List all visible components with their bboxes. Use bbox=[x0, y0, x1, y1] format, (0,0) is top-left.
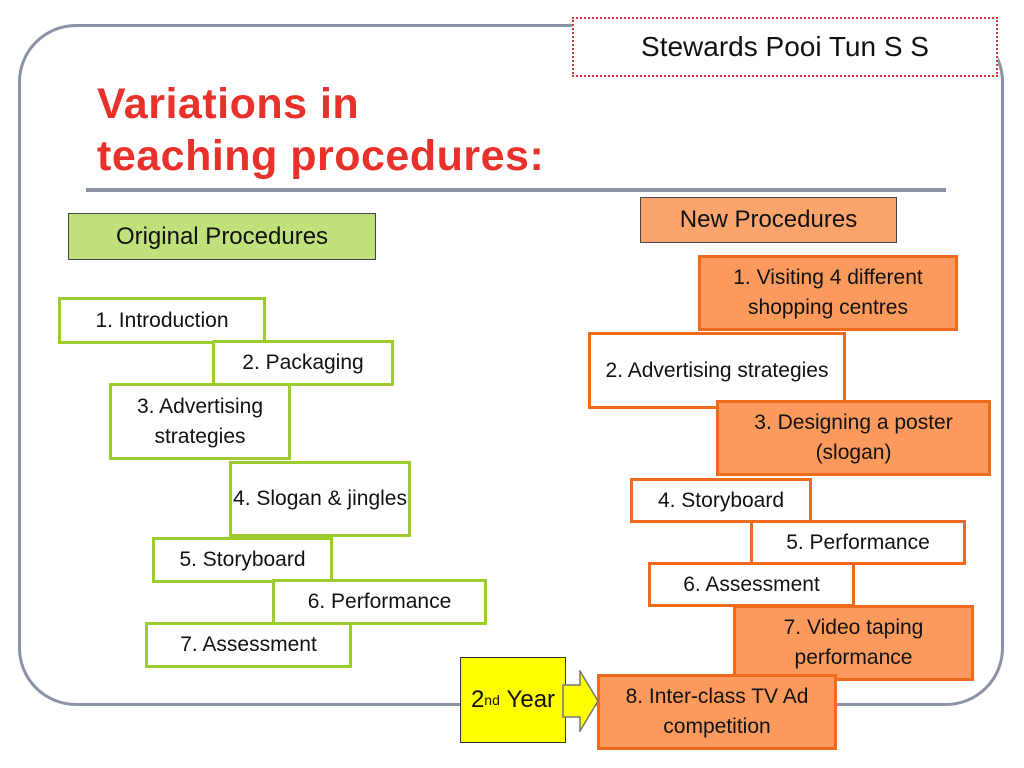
school-name: Stewards Pooi Tun S S bbox=[641, 31, 929, 62]
new-step-4: 4. Storyboard bbox=[630, 478, 812, 523]
new-step-2: 2. Advertising strategies bbox=[588, 332, 846, 409]
title-divider bbox=[86, 188, 946, 192]
original-step-5: 5. Storyboard bbox=[152, 537, 333, 583]
new-step-5: 5. Performance bbox=[750, 520, 966, 565]
original-step-1: 1. Introduction bbox=[58, 297, 266, 344]
year-number: 2 bbox=[470, 686, 485, 713]
new-step-3: 3. Designing a poster (slogan) bbox=[716, 400, 991, 476]
school-name-box: Stewards Pooi Tun S S bbox=[572, 17, 998, 77]
new-step-7: 7. Video taping performance bbox=[733, 605, 974, 681]
year-label: Year bbox=[506, 686, 556, 713]
new-step-6: 6. Assessment bbox=[648, 562, 855, 607]
title-line-2: teaching procedures: bbox=[97, 132, 545, 180]
right-arrow-icon bbox=[562, 670, 599, 732]
year-suffix: nd bbox=[484, 692, 500, 708]
new-step-8: 8. Inter-class TV Ad competition bbox=[597, 674, 837, 750]
new-procedures-header: New Procedures bbox=[640, 197, 897, 243]
title-line-1: Variations in bbox=[97, 80, 360, 128]
slide-title: Variations in teaching procedures: bbox=[97, 78, 544, 182]
original-step-3: 3. Advertising strategies bbox=[109, 383, 291, 460]
original-procedures-header: Original Procedures bbox=[68, 213, 376, 260]
new-step-1: 1. Visiting 4 different shopping centres bbox=[698, 255, 958, 331]
original-step-7: 7. Assessment bbox=[145, 622, 352, 668]
original-step-2: 2. Packaging bbox=[212, 340, 394, 386]
original-step-6: 6. Performance bbox=[272, 579, 487, 625]
original-step-4: 4. Slogan & jingles bbox=[229, 461, 411, 537]
